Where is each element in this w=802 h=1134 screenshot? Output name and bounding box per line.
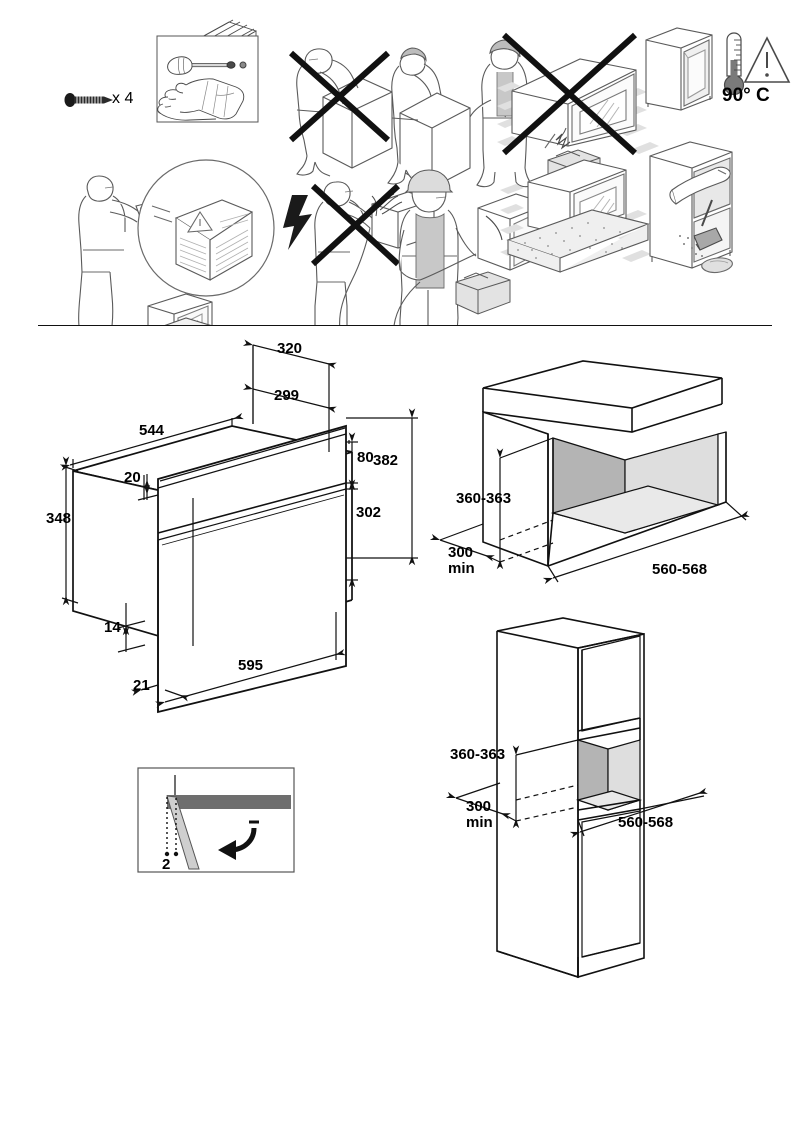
cabinet-thermometer-warning-icon <box>645 27 713 111</box>
tools-screwdriver-gloves-icon <box>156 19 259 123</box>
dim-door-height-302 <box>346 479 358 588</box>
door-clearance-detail-panel <box>137 767 295 873</box>
dim-label-door-height: 302 <box>356 504 382 521</box>
dim-label-width-body: 544 <box>139 422 165 439</box>
screw-quantity-label: x 4 <box>112 90 134 107</box>
dim-label-tall-niche-width: 560-568 <box>618 814 674 831</box>
section-divider <box>38 325 772 326</box>
dim-label-tall-niche-height: 360-363 <box>450 746 506 763</box>
two-people-lifting-icon <box>387 39 601 192</box>
dim-label-depth-body: 299 <box>274 387 300 404</box>
dim-tall-niche-height-360-363 <box>512 739 579 829</box>
dim-niche-height-360-363 <box>496 437 554 570</box>
dim-label-front-total: 382 <box>373 452 399 469</box>
electric-shock-hazard-icon <box>283 195 312 250</box>
dim-offset-bottom-14 <box>117 603 146 653</box>
dim-tall-niche-width-560-568 <box>569 787 708 839</box>
clean-cabinet-interior-icon <box>649 141 733 274</box>
screw-icon <box>64 93 113 107</box>
dim-tall-niche-depth-300-min <box>445 782 517 822</box>
dim-label-niche-depth: 300 min <box>448 544 475 577</box>
dim-height-body-348 <box>61 456 79 606</box>
dim-depth-body-299 <box>242 345 337 424</box>
dim-niche-width-560-568 <box>542 501 750 585</box>
person-reading-manual-icon <box>78 159 275 325</box>
tall-column-niche-drawing <box>496 617 645 979</box>
one-person-lifting-crossed-out-icon <box>288 48 393 177</box>
dim-label-front-trim: 21 <box>133 677 150 694</box>
dim-offset-top-20 <box>137 474 159 501</box>
dim-label-panel-height: 80 <box>357 449 374 466</box>
dim-label-top-offset: 20 <box>124 469 141 486</box>
dim-niche-depth-300-min <box>429 523 501 563</box>
dim-label-depth-total: 320 <box>277 340 303 357</box>
thermometer-icon <box>723 32 745 96</box>
dim-label-width-front: 595 <box>238 657 264 674</box>
heat-resistance-label: 90° C <box>722 85 770 106</box>
dim-label-bottom-offset: 14 <box>104 619 121 636</box>
dim-front-total-382 <box>346 408 418 566</box>
warning-triangle-icon <box>743 36 791 83</box>
oven-dropped-crossed-out-icon <box>497 32 659 156</box>
dim-width-front-595 <box>154 612 346 708</box>
dim-width-body-544 <box>59 412 244 471</box>
dim-label-niche-height: 360-363 <box>456 490 512 507</box>
dim-label-niche-width: 560-568 <box>652 561 708 578</box>
oven-on-padded-surface-icon <box>500 159 651 273</box>
dim-label-body-height: 348 <box>46 510 72 527</box>
dim-label-door-gap: 2 <box>162 856 171 873</box>
dim-label-tall-niche-depth: 300 min <box>466 798 493 831</box>
